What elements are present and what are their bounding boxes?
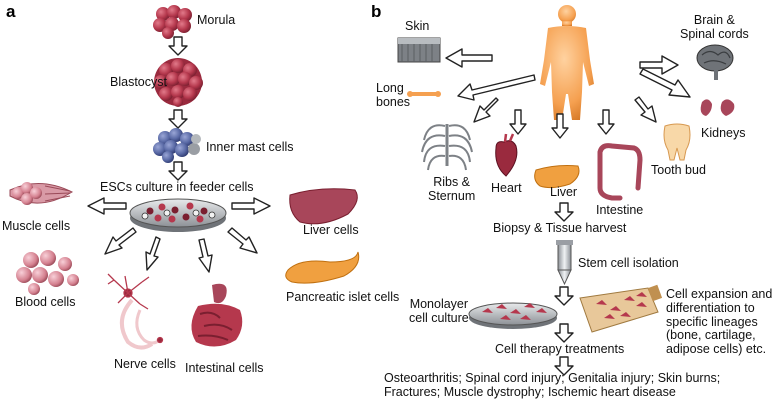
tooth-illustration (663, 123, 691, 161)
panel-b-letter: b (371, 2, 382, 21)
diseases-line-1: Osteoarthritis; Spinal cord injury; Geni… (384, 371, 721, 385)
inner-mass-illustration (153, 128, 201, 163)
monolayer-label: Monolayer cell culture (409, 297, 469, 325)
liver-b-illustration (534, 165, 580, 189)
body-arrows (445, 48, 691, 139)
therapy-label: Cell therapy treatments (495, 342, 625, 356)
liver-cells-illustration (289, 188, 358, 225)
skin-label: Skin (405, 19, 430, 33)
brain-illustration (696, 44, 734, 80)
nerve-cells-illustration (107, 273, 164, 350)
pancreatic-cells-label: Pancreatic islet cells (286, 290, 400, 304)
arrow-liver-biopsy (554, 202, 574, 222)
stem-isolation-label: Stem cell isolation (578, 256, 679, 270)
arrow-morula-blastocyst (168, 36, 188, 56)
liver-cells-label: Liver cells (303, 223, 359, 237)
human-body-illustration (540, 5, 594, 120)
expansion-label: Cell expansion and differentiation to sp… (666, 287, 773, 356)
arrow-tube-therapy (554, 286, 574, 306)
heart-illustration (495, 133, 518, 177)
arrow-innermass-culture (168, 161, 188, 181)
esc-culture-label: ESCs culture in feeder cells (100, 180, 254, 194)
ribs-label: Ribs & Sternum (428, 175, 476, 203)
intestinal-cells-illustration (191, 283, 243, 347)
muscle-cells-label: Muscle cells (2, 219, 71, 233)
arrow-culture-therapy (554, 323, 574, 343)
kidneys-illustration (700, 99, 735, 116)
intestine-illustration (597, 143, 643, 201)
panel-a-letter: a (6, 2, 16, 21)
intestinal-cells-label: Intestinal cells (185, 361, 264, 375)
long-bones-label: Long bones (376, 81, 411, 109)
pancreas-illustration (285, 251, 360, 284)
skin-illustration (397, 37, 441, 63)
muscle-cells-illustration (9, 182, 74, 205)
morula-label: Morula (197, 13, 236, 27)
blastocyst-label: Blastocyst (110, 75, 167, 89)
biopsy-label: Biopsy & Tissue harvest (493, 221, 627, 235)
blood-cells-illustration (16, 250, 79, 295)
blastocyst-illustration (154, 58, 203, 107)
nerve-cells-label: Nerve cells (114, 357, 176, 371)
arrow-blastocyst-innermass (168, 109, 188, 129)
liver-b-label: Liver (550, 185, 578, 199)
culture-flask (579, 284, 663, 333)
blood-cells-label: Blood cells (15, 295, 76, 309)
dish-arrows (87, 197, 271, 273)
brain-label: Brain & Spinal cords (680, 13, 749, 41)
inner-mass-label: Inner mast cells (206, 140, 294, 154)
diseases-line-2: Fractures; Muscle dystrophy; Ischemic he… (384, 385, 676, 399)
kidneys-label: Kidneys (701, 126, 746, 140)
monolayer-dish (468, 302, 558, 329)
morula-illustration (153, 5, 192, 39)
ribs-illustration (421, 124, 473, 171)
esc-culture-dish (129, 198, 227, 232)
tooth-label: Tooth bud (651, 163, 706, 177)
stem-cell-tube (556, 240, 573, 286)
heart-label: Heart (491, 181, 522, 195)
long-bone-illustration (407, 91, 441, 97)
intestine-label: Intestine (596, 203, 644, 217)
